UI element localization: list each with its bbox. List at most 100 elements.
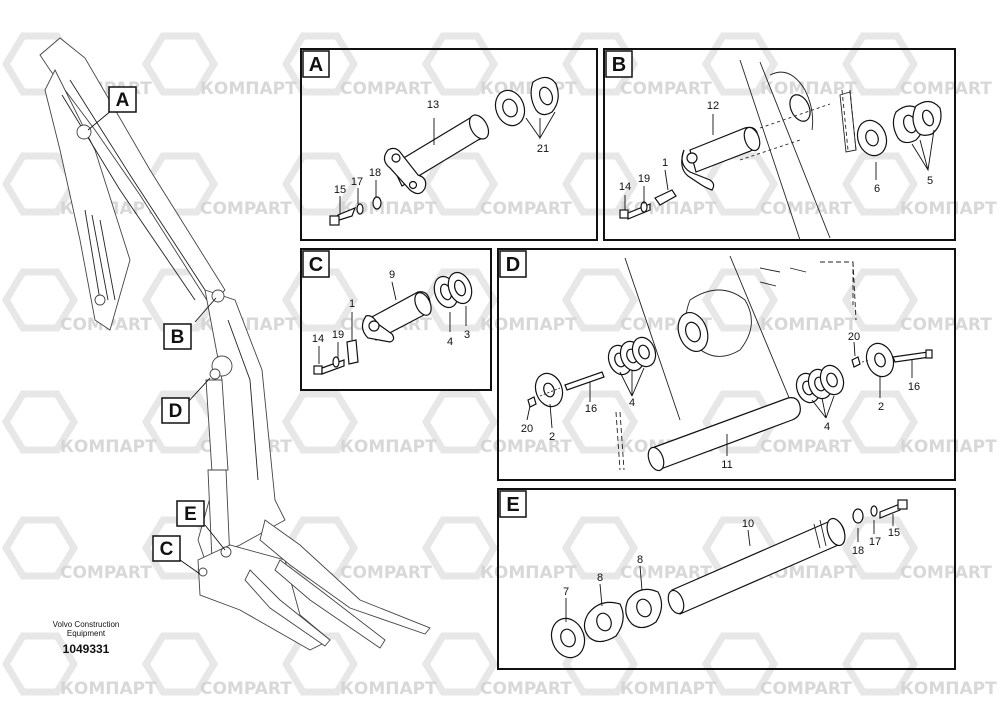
watermark-tile: COMPART [841,32,992,99]
panel-C-letter: C [309,254,323,276]
watermark-text: КОМПАРТ [480,563,577,583]
watermark-tile: COMPART [141,632,292,699]
label-5: 5 [927,175,933,187]
panel-B[interactable]: B 12 1 19 14 6 5 [603,48,956,241]
label-14: 14 [619,181,631,193]
watermark-text: КОМПАРТ [760,315,857,335]
watermark-tile: КОМПАРТ [841,632,997,699]
watermark-text: КОМПАРТ [200,79,297,99]
watermark-tile: КОМПАРТ [1,390,157,457]
watermark-text: КОМПАРТ [340,679,437,699]
drawing-number: 1049331 [62,642,110,656]
label-20-d-right: 20 [848,331,860,343]
watermark-tile: COMPART [841,268,992,335]
boom-overview [39,37,431,651]
watermark-text: КОМПАРТ [60,679,157,699]
label-18: 18 [369,167,381,179]
label-21: 21 [537,143,549,155]
callout-B-label: B [171,327,185,348]
watermark-text: КОМПАРТ [480,315,577,335]
label-4-c: 4 [447,336,453,348]
watermark-tile: КОМПАРТ [281,152,437,219]
label-1-c: 1 [349,298,355,310]
label-1: 1 [662,157,668,169]
watermark-text: COMPART [760,199,852,219]
watermark-text: COMPART [900,315,992,335]
label-6: 6 [874,183,880,195]
label-8-e-left: 8 [597,572,603,584]
callout-E[interactable]: E [176,500,205,527]
watermark-text: КОМПАРТ [760,79,857,99]
watermark-tile: COMPART [841,516,992,583]
watermark-tile: COMPART [561,516,712,583]
watermark-text: COMPART [620,563,712,583]
label-7: 7 [563,586,569,598]
callout-D[interactable]: D [161,397,190,424]
watermark-tile: COMPART [421,152,572,219]
label-17: 17 [351,176,363,188]
label-2-d-right: 2 [878,401,884,413]
label-4-d-right: 4 [824,421,830,433]
label-14-c: 14 [312,333,324,345]
label-15: 15 [334,184,346,196]
watermark-text: COMPART [340,79,432,99]
panel-D[interactable]: D [497,248,956,481]
label-4-d-left: 4 [629,397,635,409]
watermark-tile: COMPART [421,632,572,699]
watermark-tile: КОМПАРТ [281,390,437,457]
label-2-d-left: 2 [549,431,555,443]
watermark-text: COMPART [900,563,992,583]
watermark-tile: КОМПАРТ [421,516,577,583]
callout-A[interactable]: A [108,86,137,113]
watermark-text: КОМПАРТ [900,199,997,219]
watermark-text: КОМПАРТ [340,199,437,219]
watermark-text: COMPART [340,563,432,583]
watermark-tile: COMPART [281,516,432,583]
watermark-text: COMPART [480,437,572,457]
watermark-text: COMPART [900,79,992,99]
watermark-text: КОМПАРТ [340,437,437,457]
watermark-text: COMPART [760,679,852,699]
watermark-text: КОМПАРТ [900,437,997,457]
watermark-tile: КОМПАРТ [141,32,297,99]
watermark-text: COMPART [480,199,572,219]
footer-block: Volvo Construction Equipment 1049331 [38,620,134,656]
label-11: 11 [721,459,732,471]
panel-C[interactable]: C 9 1 19 14 4 3 [300,248,492,391]
callout-C[interactable]: C [152,535,181,562]
label-3-c: 3 [464,329,470,341]
label-19-c: 19 [332,329,344,341]
label-13: 13 [427,99,439,111]
watermark-text: КОМПАРТ [60,437,157,457]
label-18-e: 18 [852,545,864,557]
watermark-tile: COMPART [281,32,432,99]
watermark-tile: КОМПАРТ [561,632,717,699]
callout-D-label: D [169,401,183,422]
panel-E-letter: E [506,494,519,516]
label-12: 12 [707,100,719,112]
watermark-text: COMPART [60,563,152,583]
label-17-e: 17 [869,536,881,548]
watermark-text: КОМПАРТ [900,679,997,699]
watermark-tile: COMPART [1,268,152,335]
panel-A[interactable]: A 13 21 15 17 18 [300,48,598,241]
company-line-2: Equipment [66,629,106,638]
watermark-tile: COMPART [421,390,572,457]
watermark-tile: COMPART [1,516,152,583]
panel-B-letter: B [612,54,626,76]
callout-B[interactable]: B [163,323,192,350]
watermark-text: COMPART [620,79,712,99]
watermark-tile: COMPART [701,632,852,699]
watermark-tile: КОМПАРТ [421,268,577,335]
watermark-text: COMPART [760,437,852,457]
panel-E[interactable]: E 10 18 17 15 8 8 7 [497,488,956,670]
label-10: 10 [742,518,754,530]
watermark-tile: КОМПАРТ [1,632,157,699]
label-15-e: 15 [888,527,900,539]
label-16-d-left: 16 [585,403,597,415]
panel-D-letter: D [506,254,520,276]
label-8-e-right: 8 [637,554,643,566]
label-20-d-left: 20 [521,423,533,435]
